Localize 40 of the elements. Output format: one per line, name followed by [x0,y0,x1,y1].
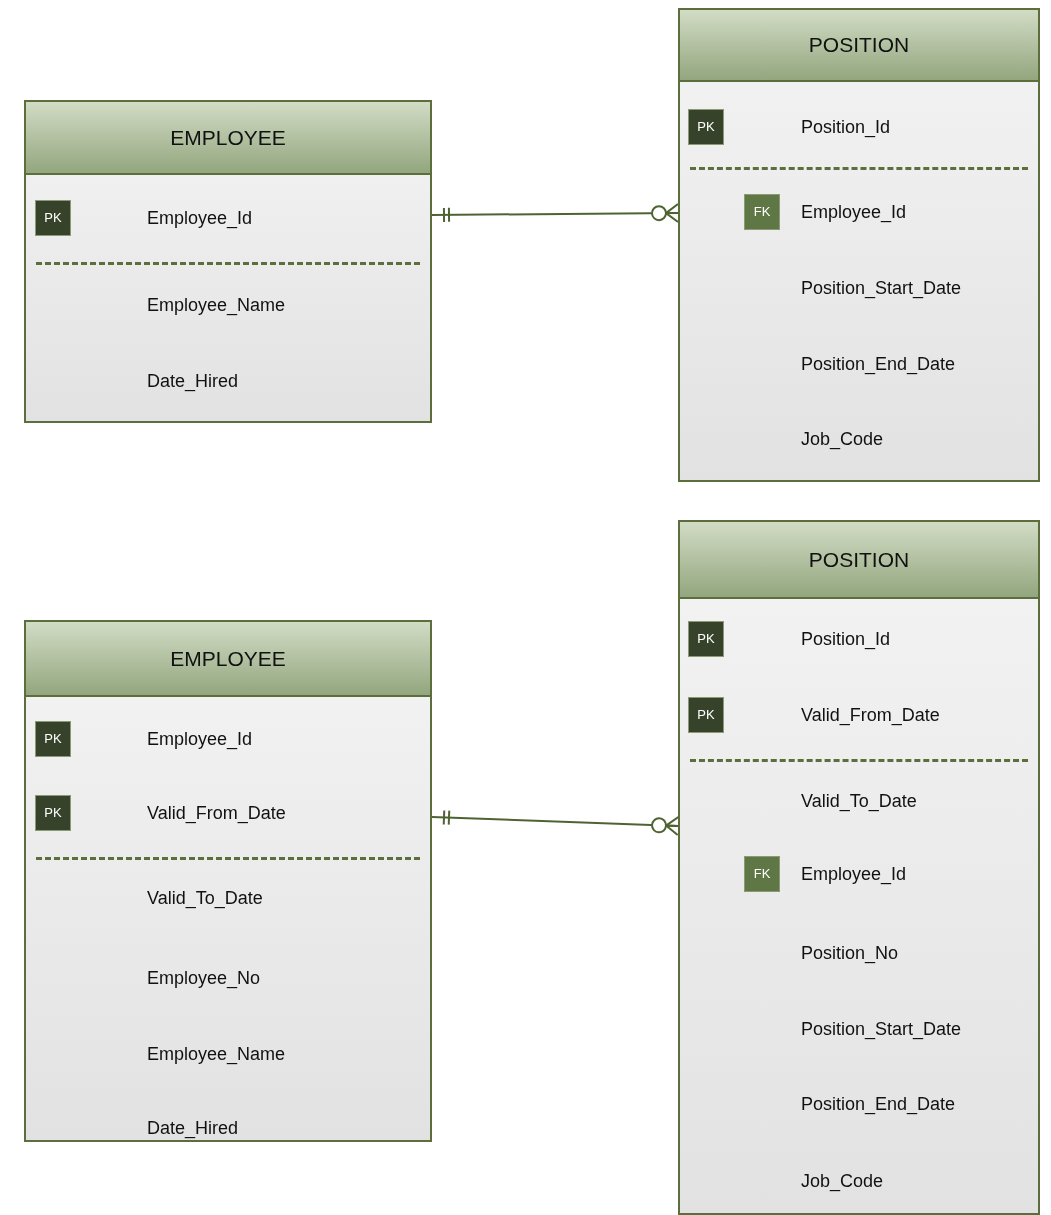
field-name: Position_End_Date [801,353,956,375]
field-name: Employee_Name [147,294,286,316]
field-name: Position_Start_Date [801,1018,962,1040]
key-badge: FK [744,856,780,892]
field-name: Date_Hired [147,1117,239,1139]
key-badge: PK [688,697,724,733]
key-badge: PK [688,109,724,145]
table-title: POSITION [807,33,911,57]
table-title: EMPLOYEE [169,646,287,671]
entity-table [24,100,432,423]
field-name: Position_Id [801,116,891,138]
field-name: Employee_Id [147,207,253,229]
field-name: Job_Code [801,428,884,450]
key-badge: PK [688,621,724,657]
field-name: Job_Code [801,1170,884,1192]
key-badge: FK [744,194,780,230]
field-name: Valid_From_Date [801,704,940,726]
entity-table [678,8,1040,482]
field-name: Date_Hired [147,370,239,392]
field-name: Employee_No [147,967,261,989]
field-name: Position_No [801,942,899,964]
field-name: Employee_Id [801,201,907,223]
entity-table [24,620,432,1142]
field-name: Employee_Id [801,863,907,885]
entity-table [678,520,1040,1215]
field-name: Valid_From_Date [147,802,286,824]
relationship-line [431,203,680,223]
field-name: Employee_Id [147,728,253,750]
field-name: Valid_To_Date [147,887,263,909]
field-name: Position_Id [801,628,891,650]
key-badge: PK [35,721,71,757]
relationship-line [431,810,680,836]
table-title: EMPLOYEE [169,125,287,150]
table-title: POSITION [807,547,911,572]
field-name: Position_Start_Date [801,277,962,299]
key-badge: PK [35,200,71,236]
field-name: Position_End_Date [801,1093,956,1115]
field-name: Employee_Name [147,1043,286,1065]
key-badge: PK [35,795,71,831]
field-name: Valid_To_Date [801,790,917,812]
